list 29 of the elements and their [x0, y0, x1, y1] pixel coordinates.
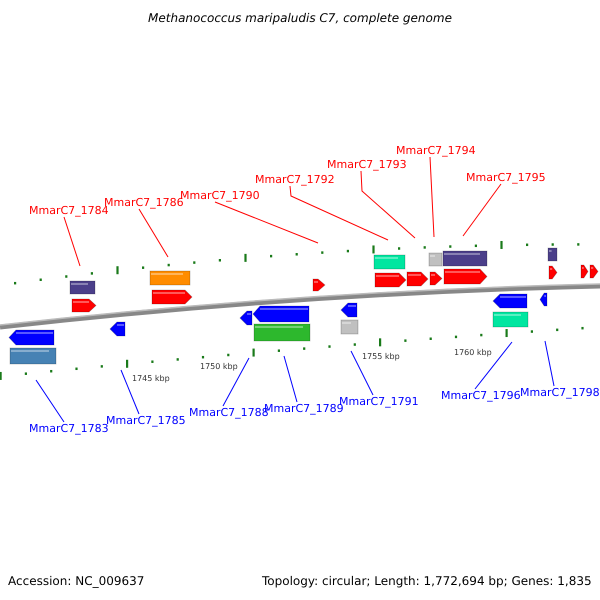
title: Methanococcus maripaludis C7, complete genome: [147, 12, 453, 24]
scale-label: 1745 kbp: [132, 375, 170, 383]
leader-line: [222, 358, 250, 406]
leader-line: [544, 340, 554, 386]
leader-line: [64, 216, 80, 266]
gene-label: MmarC7_1793: [327, 159, 407, 170]
gene-label: MmarC7_1796: [441, 390, 521, 401]
leader-line: [350, 350, 374, 396]
scale-label: 1750 kbp: [200, 363, 238, 371]
gene-label: MmarC7_1785: [106, 415, 186, 426]
leader-line: [290, 186, 388, 240]
gene-label: MmarC7_1795: [466, 172, 546, 183]
leader-line: [284, 356, 298, 402]
gene-label: MmarC7_1798: [520, 387, 600, 398]
genome-summary-text: Topology: circular; Length: 1,772,694 bp; Genes: 1,835: [262, 575, 592, 587]
leader-line: [36, 380, 64, 422]
leader-line: [474, 342, 512, 390]
leader-line: [214, 202, 318, 244]
leader-line: [430, 156, 434, 238]
scale-label: 1760 kbp: [454, 349, 492, 357]
leader-line: [138, 208, 168, 258]
leader-line: [462, 184, 502, 236]
accession-text: Accession: NC_009637: [8, 575, 144, 587]
gene-label: MmarC7_1792: [255, 174, 335, 185]
gene-label: MmarC7_1783: [29, 423, 109, 434]
scale-label: 1755 kbp: [362, 353, 400, 361]
leader-line: [120, 370, 140, 414]
gene-label: MmarC7_1794: [396, 145, 476, 156]
leader-line: [360, 170, 416, 238]
